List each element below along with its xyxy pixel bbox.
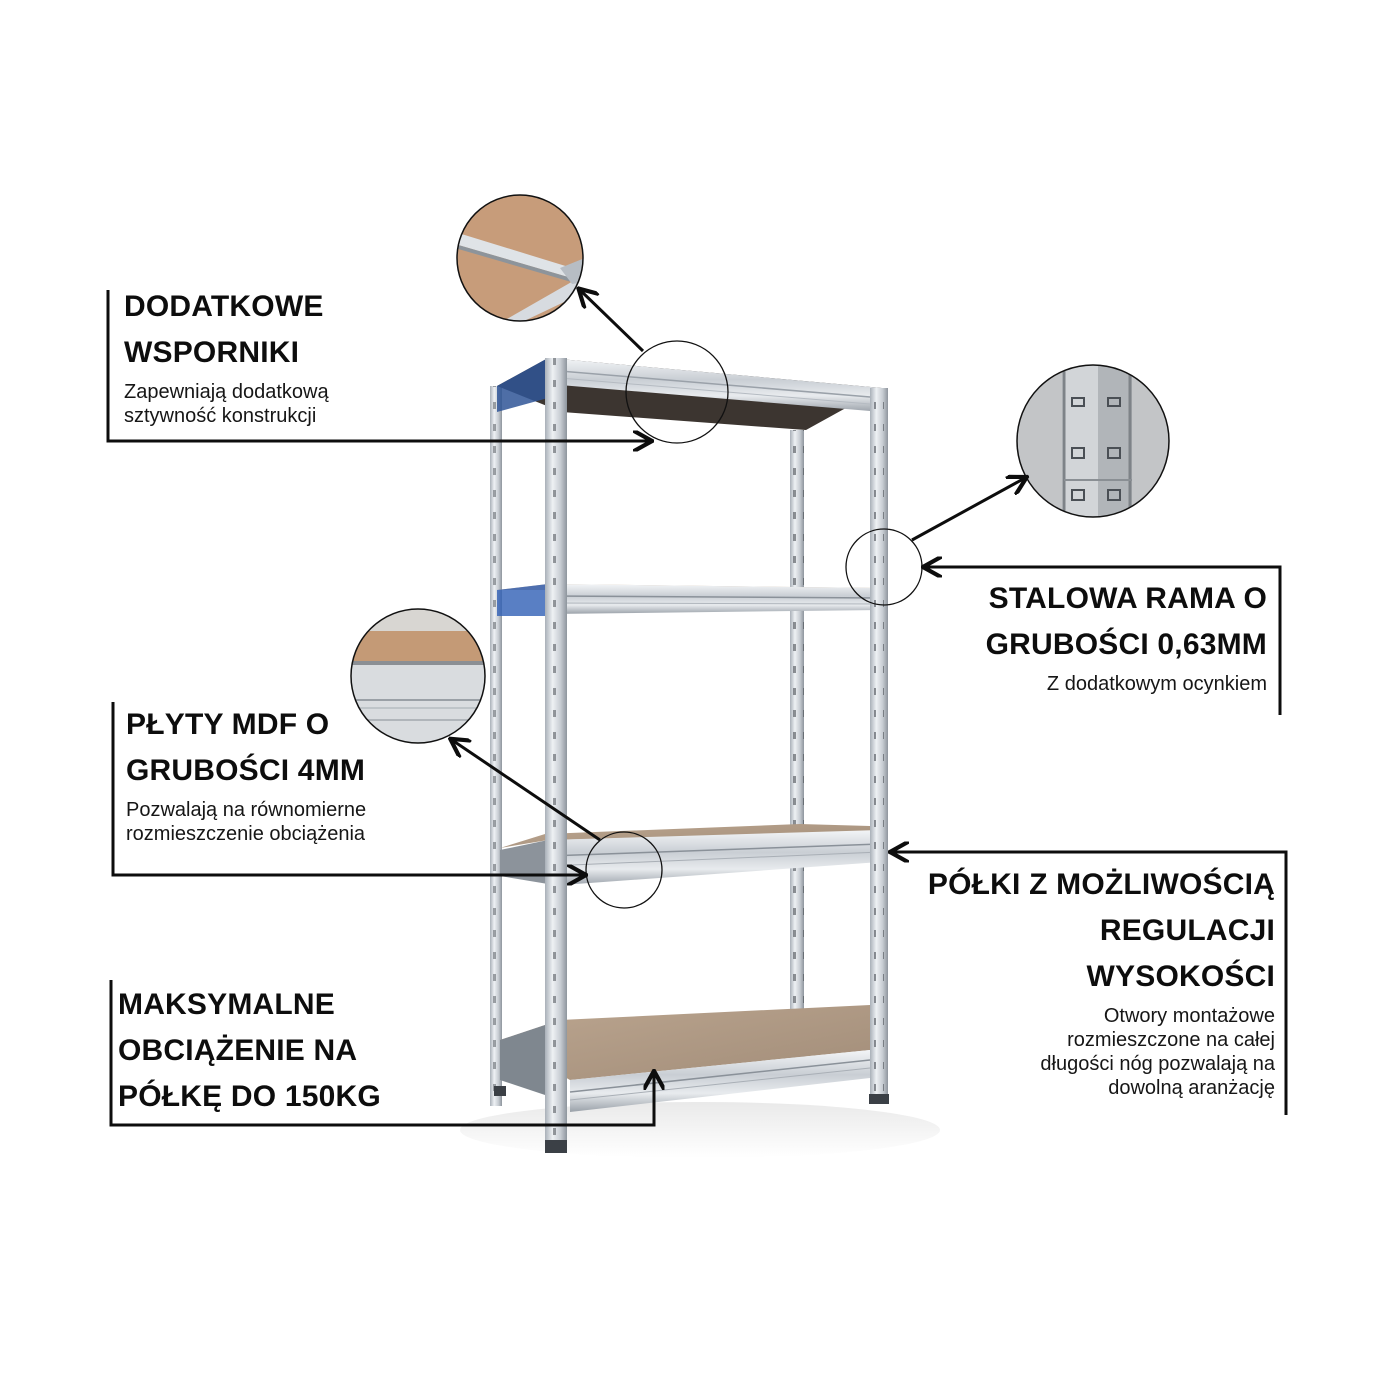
callout-description: Pozwalają na równomierne rozmieszczenie … <box>126 799 367 845</box>
back-upright-left <box>490 386 502 1106</box>
front-upright-left <box>545 358 567 1153</box>
callout-title: STALOWA RAMA O GRUBOŚCI 0,63MM <box>985 582 1267 661</box>
back-upright-right <box>790 430 804 1070</box>
shelf-top <box>497 358 883 430</box>
callout-description: Z dodatkowym ocynkiem <box>1046 673 1267 695</box>
callout-title: PŁYTY MDF O GRUBOŚCI 4MM <box>126 708 366 787</box>
callout-title: DODATKOWE WSPORNIKI <box>124 290 324 369</box>
callout-adjustable-shelves: PÓŁKI Z MOŻLIWOŚCIĄ REGULACJI WYSOKOŚCI … <box>880 862 1275 1100</box>
shelf-2 <box>497 584 883 616</box>
detail-bracket-image <box>456 194 584 322</box>
callout-extra-supports: DODATKOWE WSPORNIKI Zapewniają dodatkową… <box>124 284 454 428</box>
detail-upright-image <box>1016 364 1170 518</box>
callout-max-load: MAKSYMALNE OBCIĄŻENIE NA PÓŁKĘ DO 150KG <box>118 982 438 1120</box>
callout-title: MAKSYMALNE OBCIĄŻENIE NA PÓŁKĘ DO 150KG <box>118 988 381 1113</box>
front-upright-right <box>869 388 889 1104</box>
back-foot <box>494 1086 506 1096</box>
connector-lines <box>106 290 1288 1127</box>
callout-steel-frame: STALOWA RAMA O GRUBOŚCI 0,63MM Z dodatko… <box>900 576 1267 696</box>
callout-mdf-boards: PŁYTY MDF O GRUBOŚCI 4MM Pozwalają na ró… <box>126 702 466 846</box>
callout-description: Otwory montażowe rozmieszczone na całej … <box>1040 1005 1275 1099</box>
callout-title: PÓŁKI Z MOŻLIWOŚCIĄ REGULACJI WYSOKOŚCI <box>927 868 1275 993</box>
marker-circle-bracket <box>625 340 729 444</box>
callout-description: Zapewniają dodatkową sztywność konstrukc… <box>124 381 329 427</box>
shelf-3 <box>500 824 881 886</box>
